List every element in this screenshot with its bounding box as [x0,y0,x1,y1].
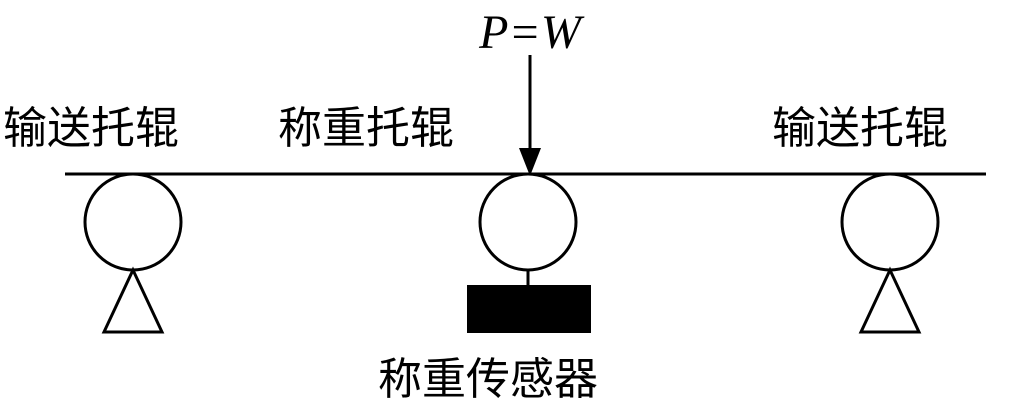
weighing-roller [478,172,578,272]
right-roller-label: 输送托辊 [772,103,948,154]
force-label: P=W [478,6,585,59]
sensor-label: 称重传感器 [378,354,598,405]
left-roller-support [101,266,165,334]
force-arrow [519,55,541,176]
center-roller-label: 称重托辊 [278,103,454,154]
right-roller-support [858,266,922,334]
left-conveyor-roller [83,172,183,272]
weighing-sensor [467,285,591,333]
left-roller-label: 输送托辊 [3,103,179,154]
right-conveyor-roller [840,172,940,272]
